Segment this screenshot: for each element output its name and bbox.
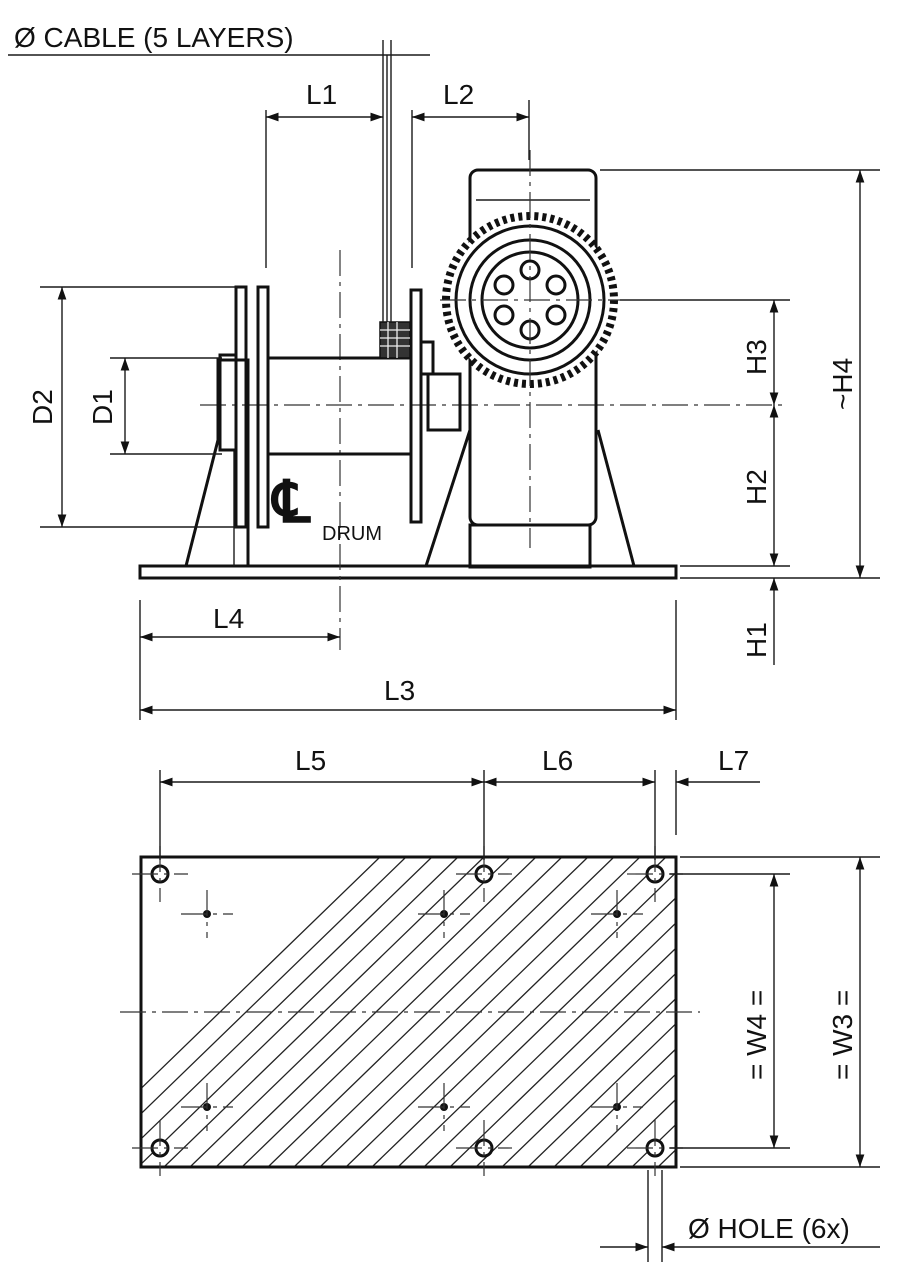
dim-h4-label: ~H4	[827, 358, 858, 410]
dim-h2-label: H2	[741, 469, 772, 505]
dim-l7-label: L7	[718, 745, 749, 776]
mounting-holes	[132, 846, 683, 1176]
dim-w4-label: = W4 =	[741, 990, 772, 1080]
dim-l5-label: L5	[295, 745, 326, 776]
gearbox-support	[424, 429, 636, 567]
cable-layers	[379, 321, 411, 359]
left-support-frame	[184, 358, 250, 567]
dim-h1-label: H1	[741, 622, 772, 658]
cable-callout-label: Ø CABLE (5 LAYERS)	[14, 22, 294, 53]
dim-l4-label: L4	[213, 603, 244, 634]
drum-label: DRUM	[322, 523, 382, 545]
dim-h3-label: H3	[741, 339, 772, 375]
dim-l2-label: L2	[443, 79, 474, 110]
right-flange	[409, 288, 423, 524]
dim-l3-label: L3	[384, 675, 415, 706]
hole-callout-label: Ø HOLE (6x)	[688, 1213, 850, 1244]
base-plate	[138, 564, 678, 580]
dim-l1-label: L1	[306, 79, 337, 110]
plan-view	[120, 770, 880, 1262]
plate-hatching	[141, 857, 676, 1167]
dim-d2-label: D2	[27, 389, 58, 425]
centerline-symbol: ℄	[270, 470, 311, 535]
dim-l6-label: L6	[542, 745, 573, 776]
dim-w3-label: = W3 =	[827, 990, 858, 1080]
dim-d1-label: D1	[87, 389, 118, 425]
side-view	[8, 40, 880, 720]
